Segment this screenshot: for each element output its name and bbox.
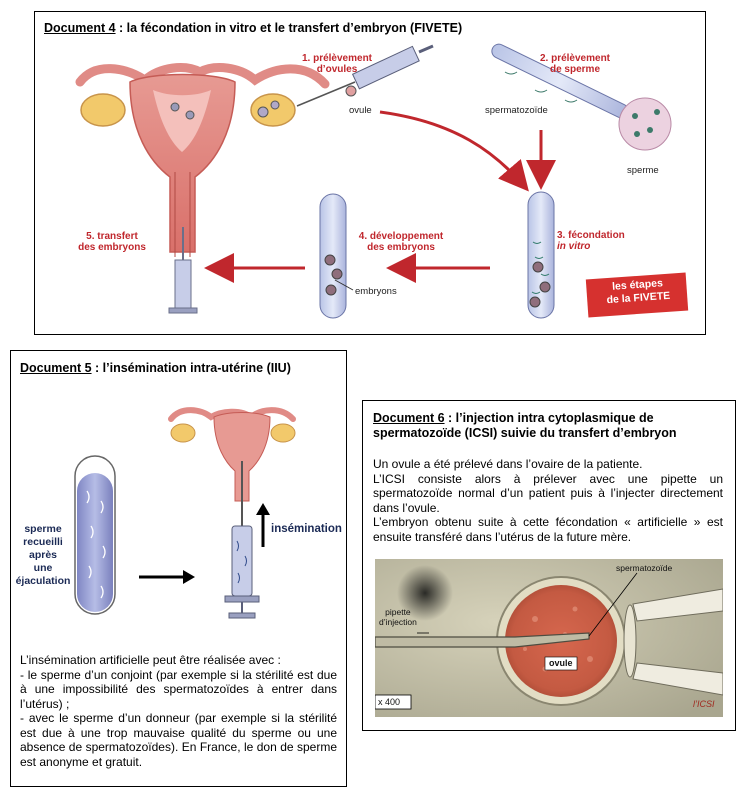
fivete-diagram bbox=[75, 43, 689, 319]
document-5-title: Document 5 : l’insémination intra-utérin… bbox=[20, 361, 291, 376]
holding-pipette bbox=[632, 588, 723, 696]
tube-label-line: sperme bbox=[24, 523, 62, 535]
tube-label-line: une bbox=[33, 562, 53, 574]
document-6-paragraph: L’ICSI consiste alors à prélever avec un… bbox=[373, 471, 723, 515]
label-ovule: ovule bbox=[349, 105, 372, 116]
document-6-title-text: : l’injection intra cytoplasmique de spe… bbox=[373, 411, 677, 440]
label-step-5-line1: 5. transfert bbox=[86, 231, 138, 242]
document-5-box: Document 5 : l’insémination intra-utérin… bbox=[10, 350, 347, 787]
embryo-tube bbox=[319, 193, 354, 319]
fivete-stamp-bg bbox=[585, 272, 689, 318]
fertilization-tube bbox=[527, 191, 555, 319]
label-step-3: 3. fécondation in vitro bbox=[557, 230, 637, 252]
icsi-photo: spermatozoïde pipette d’injection ovule … bbox=[375, 559, 723, 717]
document-4-ref: Document 4 bbox=[44, 21, 116, 35]
label-embryons: embryons bbox=[355, 286, 397, 297]
document-6-paragraph: L’embryon obtenu suite à cette fécondati… bbox=[373, 515, 723, 544]
label-step-1: 1. prélèvement d’ovules bbox=[297, 53, 377, 75]
label-step-2: 2. prélèvement de sperme bbox=[530, 53, 620, 75]
photo-label-pipette: pipette d’injection bbox=[379, 607, 417, 627]
label-step-1-line2: d’ovules bbox=[316, 64, 358, 75]
label-step-4: 4. développement des embryons bbox=[351, 231, 451, 253]
insemination-syringe bbox=[231, 525, 253, 597]
icsi-photo-art bbox=[375, 559, 723, 717]
document-6-title: Document 6 : l’injection intra cytoplasm… bbox=[373, 411, 723, 441]
photo-caption: l’ICSI bbox=[693, 699, 715, 709]
tube-label-line: éjaculation bbox=[15, 575, 71, 587]
label-step-5-line2: des embryons bbox=[78, 242, 146, 253]
label-step-2-line1: 2. prélèvement bbox=[539, 53, 611, 64]
document-4-title-text: : la fécondation in vitro et le transfer… bbox=[115, 21, 463, 35]
pipette-line2: d’injection bbox=[379, 617, 417, 627]
label-step-5: 5. transfert des embryons bbox=[77, 231, 147, 253]
iiu-diagram bbox=[74, 407, 296, 619]
document-5-paragraph: - avec le sperme d’un donneur (par exemp… bbox=[20, 711, 337, 769]
injection-pipette bbox=[375, 632, 590, 648]
tube-label-line: après bbox=[28, 549, 58, 561]
label-sperme: sperme bbox=[627, 165, 659, 176]
label-step-2-line2: de sperme bbox=[549, 64, 601, 75]
document-5-paragraph: L’insémination artificielle peut être ré… bbox=[20, 653, 281, 667]
document-5-text: L’insémination artificielle peut être ré… bbox=[20, 653, 337, 769]
photo-magnification: x 400 bbox=[378, 697, 401, 707]
label-step-3-line2: in vitro bbox=[557, 241, 591, 252]
document-4-title: Document 4 : la fécondation in vitro et … bbox=[44, 21, 462, 36]
label-step-3-line1: 3. fécondation bbox=[557, 230, 625, 241]
sperm-pipette bbox=[491, 43, 672, 151]
document-5-ref: Document 5 bbox=[20, 361, 92, 375]
label-step-4-line1: 4. développement bbox=[358, 231, 444, 242]
small-uterus-illustration bbox=[168, 407, 296, 502]
pipette-line1: pipette bbox=[385, 607, 411, 617]
document-6-box: Document 6 : l’injection intra cytoplasm… bbox=[362, 400, 736, 731]
photo-label-spermatozoide: spermatozoïde bbox=[616, 563, 673, 573]
sperm-tube-label: sperme recueilli après une éjaculation bbox=[13, 523, 73, 588]
dark-spot bbox=[397, 565, 453, 621]
label-spermatozoide: spermatozoïde bbox=[485, 105, 548, 116]
uterus-illustration bbox=[75, 63, 330, 314]
document-6-ref: Document 6 bbox=[373, 411, 445, 425]
arrow-ovule-to-tube bbox=[379, 110, 529, 192]
document-5-paragraph: - le sperme d’un conjoint (par exemple s… bbox=[20, 667, 337, 711]
ovule-syringe bbox=[296, 44, 434, 107]
tube-label-line: recueilli bbox=[23, 536, 63, 548]
photo-label-ovule: ovule bbox=[549, 658, 573, 668]
document-4-box: Document 4 : la fécondation in vitro et … bbox=[34, 11, 706, 335]
document-6-paragraph: Un ovule a été prélevé dans l’ovaire de … bbox=[373, 457, 643, 471]
insemination-label: insémination bbox=[271, 523, 342, 535]
label-step-1-line1: 1. prélèvement bbox=[301, 53, 373, 64]
document-5-title-text: : l’insémination intra-utérine (IIU) bbox=[91, 361, 291, 375]
document-6-text: Un ovule a été prélevé dans l’ovaire de … bbox=[373, 457, 723, 544]
label-step-4-line2: des embryons bbox=[367, 242, 435, 253]
